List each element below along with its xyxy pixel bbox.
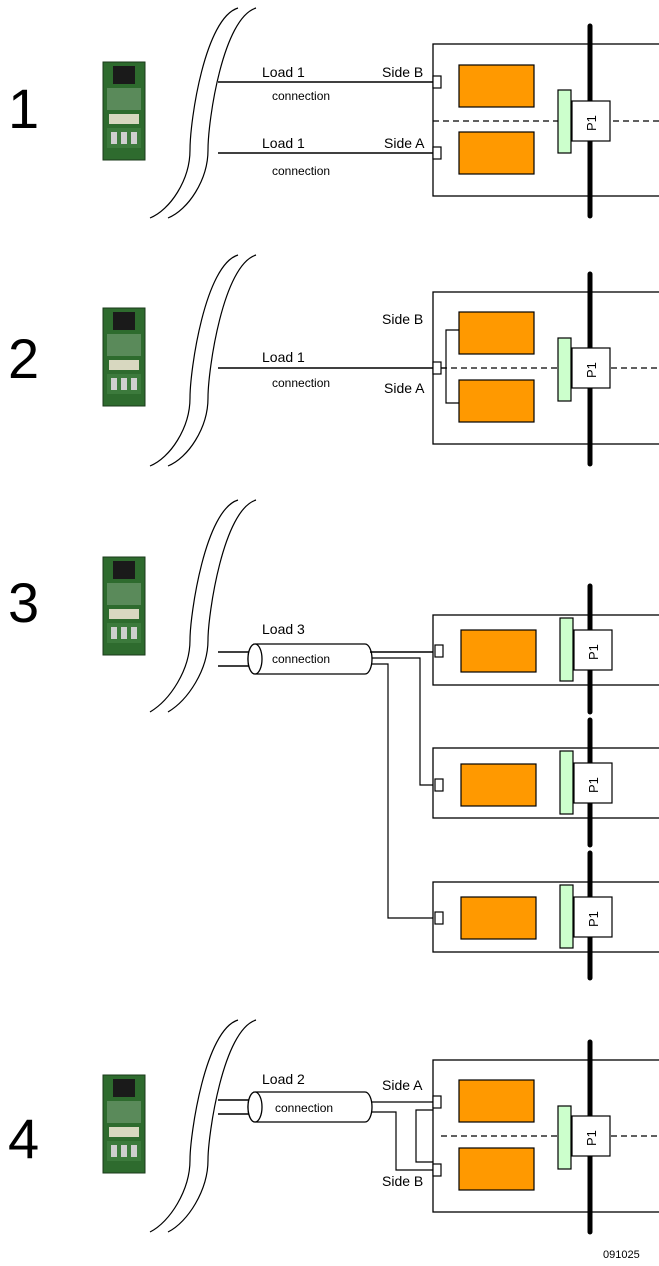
scenario-1: 1 Load 1 connection Load 1 connection Si… <box>8 8 659 218</box>
sensor-module-icon <box>103 1075 145 1173</box>
connection-label: connection <box>272 652 330 666</box>
load-label: Load 1 <box>262 135 305 151</box>
terminal <box>435 645 443 657</box>
scenario-4: 4 Load 2 connection Side A Side B <box>8 1020 659 1232</box>
p1-label: P1 <box>586 777 601 793</box>
load-label: Load 2 <box>262 1071 305 1087</box>
connection-label: connection <box>272 376 330 390</box>
terminal-side-b <box>433 76 441 88</box>
cable-break-mark <box>150 255 238 466</box>
terminal <box>435 912 443 924</box>
side-b-label: Side B <box>382 64 423 80</box>
wire-jumper <box>416 1110 435 1162</box>
load-label: Load 3 <box>262 621 305 637</box>
side-b-label: Side B <box>382 1173 423 1189</box>
cable-break-mark <box>150 8 238 218</box>
breaker <box>461 897 536 939</box>
load-label: Load 1 <box>262 64 305 80</box>
figure-code: 091025 <box>603 1249 640 1261</box>
terminal-side-b <box>433 1164 441 1176</box>
scenario-3: 3 Load 3 connection P1 <box>8 500 659 978</box>
side-a-label: Side A <box>382 1077 423 1093</box>
p1-plate <box>560 618 573 681</box>
wire-vertical-b <box>372 658 435 785</box>
breaker <box>459 1080 534 1122</box>
scenario-number: 1 <box>8 77 39 140</box>
scenario-number: 4 <box>8 1107 39 1170</box>
p1-plate <box>558 90 571 153</box>
p1-label: P1 <box>584 115 599 131</box>
scenario-number: 2 <box>8 327 39 390</box>
breaker <box>459 132 534 174</box>
scenario-number: 3 <box>8 571 39 634</box>
connection-label: connection <box>275 1101 333 1115</box>
breaker <box>459 380 534 422</box>
load-label: Load 1 <box>262 349 305 365</box>
cable-end <box>248 644 262 674</box>
side-a-label: Side A <box>384 380 425 396</box>
terminal-side-a <box>433 147 441 159</box>
side-a-label: Side A <box>384 135 425 151</box>
connection-label: connection <box>272 89 330 103</box>
breaker <box>461 630 536 672</box>
p1-label: P1 <box>584 362 599 378</box>
p1-plate <box>560 751 573 814</box>
terminal <box>435 779 443 791</box>
cable-end <box>248 1092 262 1122</box>
wire-vertical-a <box>372 664 435 918</box>
sensor-module-icon <box>103 557 145 655</box>
scenario-2: 2 Load 1 connection Side B Side A P1 <box>8 255 659 466</box>
breaker <box>459 1148 534 1190</box>
p1-label: P1 <box>586 911 601 927</box>
p1-label: P1 <box>584 1130 599 1146</box>
p1-label: P1 <box>586 644 601 660</box>
breaker <box>459 65 534 107</box>
p1-plate <box>558 338 571 401</box>
cable-break-mark <box>150 500 238 712</box>
sensor-module-icon <box>103 62 145 160</box>
sensor-module-icon <box>103 308 145 406</box>
side-b-label: Side B <box>382 311 423 327</box>
connection-label: connection <box>272 164 330 178</box>
terminal <box>433 362 441 374</box>
p1-plate <box>558 1106 571 1169</box>
wire-to-side-b <box>372 1112 435 1170</box>
breaker <box>461 764 536 806</box>
terminal-side-a <box>433 1096 441 1108</box>
breaker <box>459 312 534 354</box>
cable-break-mark <box>150 1020 238 1232</box>
p1-plate <box>560 885 573 948</box>
